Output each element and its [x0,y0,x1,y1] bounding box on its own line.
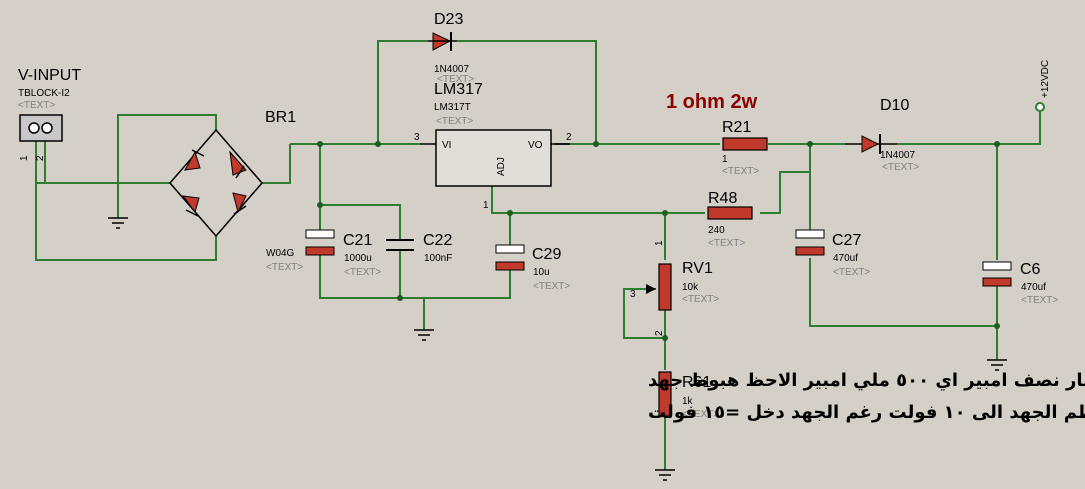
capacitor-c6: C6 470uf <TEXT> [982,261,1058,306]
lm317-adj: ADJ [496,157,507,176]
c21-ref: C21 [343,232,372,249]
annotation-line2: على طرف ٢ من منظم الجهد الى ١٠ فولت رغم … [648,402,1085,423]
c29-value: 10u [533,267,550,278]
capacitor-c27: C27 470uf <TEXT> [795,229,870,278]
r21-tag: <TEXT> [722,166,759,177]
d10-tag: <TEXT> [882,162,919,173]
d23-value: 1N4007 [434,64,469,75]
svg-text:1: 1 [19,155,30,161]
resistor-r21: 1 ohm 2w R21 1 <TEXT> [666,91,768,177]
svg-text:1: 1 [654,240,665,246]
d10-value: 1N4007 [880,150,915,161]
br1-tag: <TEXT> [266,262,303,273]
output-terminal: +12VDC [1035,60,1051,112]
c27-tag: <TEXT> [833,267,870,278]
r21-ref: R21 [722,119,751,136]
r61-value: 1k [682,396,694,407]
r21-note: 1 ohm 2w [666,91,758,113]
resistor-r61: R61 1k <TEXT> [658,371,719,420]
c6-ref: C6 [1020,261,1041,278]
c21-value: 1000u [344,253,372,264]
bridge-rectifier-br1: BR1 W04G <TEXT> [169,109,303,273]
annotation-line1: عند تحميل الدائره بتيار نصف امبير اي ٥٠٠… [648,370,1085,391]
r21-value: 1 [722,154,728,165]
c29-ref: C29 [532,246,561,263]
br1-value: W04G [266,248,295,259]
capacitor-c29: C29 10u <TEXT> [495,244,570,292]
c6-value: 470uf [1021,282,1046,293]
lm317-regulator: LM317 LM317T <TEXT> VI VO ADJ 3 2 1 [414,81,572,211]
annotation: عند تحميل الدائره بتيار نصف امبير اي ٥٠٠… [648,370,1085,423]
d10-ref: D10 [880,97,909,114]
v-input-ref: V-INPUT [18,67,81,84]
ground-symbols [108,217,1007,481]
d23-ref: D23 [434,11,463,28]
output-label: +12VDC [1040,60,1051,98]
c22-value: 100nF [424,253,452,264]
diode-d23: D23 1N4007 <TEXT> [428,11,474,85]
c22-ref: C22 [423,232,452,249]
lm317-vi: VI [442,140,451,151]
rv1-ref: RV1 [682,260,713,277]
r48-ref: R48 [708,190,737,207]
lm317-value: LM317T [434,102,471,113]
rv1-tag: <TEXT> [682,294,719,305]
svg-text:2: 2 [35,155,46,161]
svg-text:3: 3 [414,132,420,143]
wires [35,40,1041,470]
rv1-value: 10k [682,282,699,293]
svg-text:3: 3 [630,289,636,300]
r48-value: 240 [708,225,725,236]
potentiometer-rv1: RV1 10k <TEXT> 1 2 3 [630,240,719,336]
junctions [317,141,1000,341]
c27-ref: C27 [832,232,861,249]
lm317-vo: VO [528,140,543,151]
resistor-r48: R48 240 <TEXT> [707,190,753,249]
diode-d10: D10 1N4007 <TEXT> [845,97,919,173]
svg-text:2: 2 [654,330,665,336]
r61-tag: <TEXT> [682,409,719,420]
v-input-value: TBLOCK-I2 [18,88,70,99]
d23-tag: <TEXT> [437,74,474,85]
lm317-ref: LM317 [434,81,483,98]
svg-text:2: 2 [566,132,572,143]
r48-tag: <TEXT> [708,238,745,249]
c29-tag: <TEXT> [533,281,570,292]
svg-text:1: 1 [483,200,489,211]
r61-ref: R61 [682,374,711,391]
c6-tag: <TEXT> [1021,295,1058,306]
lm317-tag: <TEXT> [436,116,473,127]
capacitor-c21: C21 1000u <TEXT> [305,229,381,278]
v-input-tag: <TEXT> [18,100,55,111]
c27-value: 470uf [833,253,858,264]
br1-ref: BR1 [265,109,296,126]
c21-tag: <TEXT> [344,267,381,278]
capacitor-c22: C22 100nF [386,232,452,264]
v-input-terminal: V-INPUT TBLOCK-I2 <TEXT> 1 2 [18,67,81,161]
